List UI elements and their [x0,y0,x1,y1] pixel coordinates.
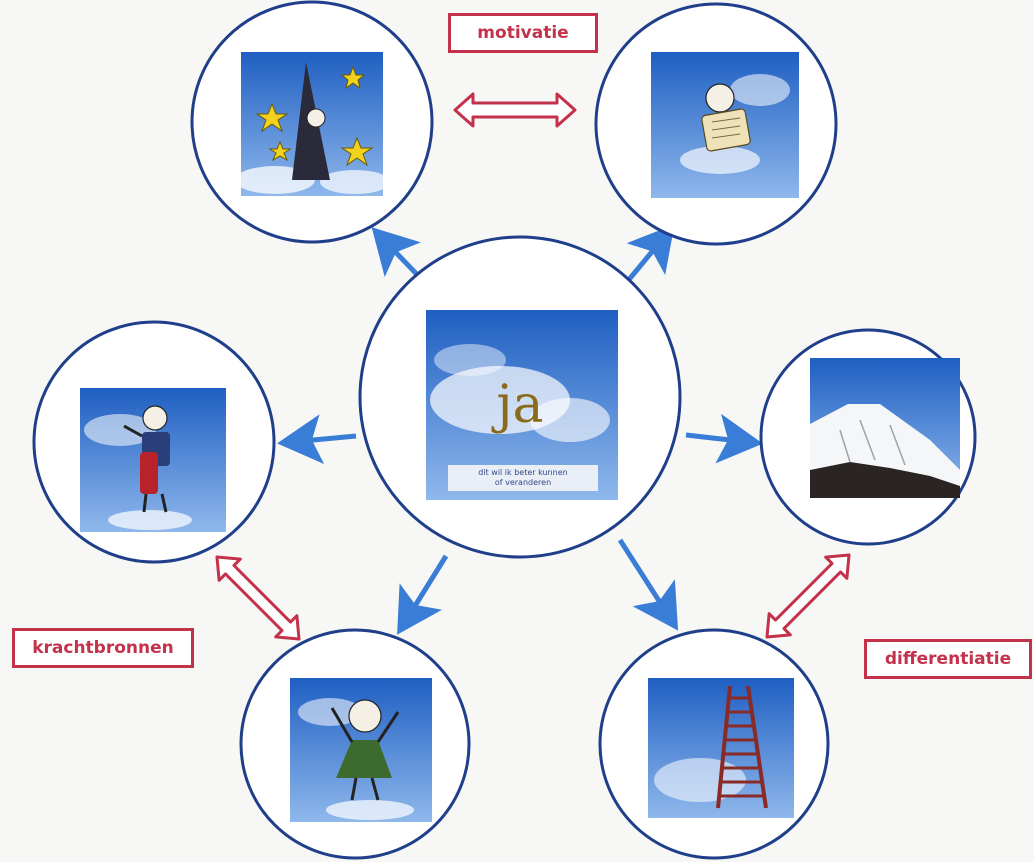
center-word: ja [496,375,544,435]
center-to-boy-arrow [277,414,357,465]
center-caption-line1: dit wil ik beter kunnen [478,468,568,477]
node-boy-with-bag [32,320,276,564]
node-ladder [598,628,830,860]
node-scroll-reader [594,2,838,246]
cheering-figure-icon [330,699,400,801]
center-to-cheering-arrow [397,554,449,635]
differentiatie-label: differentiatie [864,639,1032,679]
boy-with-backpack-icon [123,405,170,513]
krachtbronnen-label: krachtbronnen [12,628,194,668]
wizard-with-stars-icon [255,62,374,180]
motivatie-double-arrow [453,92,577,128]
motivatie-label-text: motivatie [477,23,569,43]
krachtbronnen-label-text: krachtbronnen [32,638,174,658]
center-caption: dit wil ik beter kunnen of veranderen [448,465,598,491]
differentiatie-label-text: differentiatie [884,649,1012,669]
ladder-to-sky-icon [716,685,768,809]
center-node [358,235,682,559]
krachtbronnen-double-arrow [215,555,301,641]
figure-reading-scroll-icon [701,83,751,152]
center-to-ladder-arrow [617,538,679,631]
motivatie-label: motivatie [448,13,598,53]
node-cheering-figure [239,628,471,860]
center-caption-line2: of veranderen [494,478,552,487]
snowy-mountain-icon [810,404,960,498]
differentiatie-double-arrow [765,553,851,639]
node-wizard [190,0,434,244]
center-to-mountain-arrow [685,413,763,464]
node-mountain [759,328,977,546]
